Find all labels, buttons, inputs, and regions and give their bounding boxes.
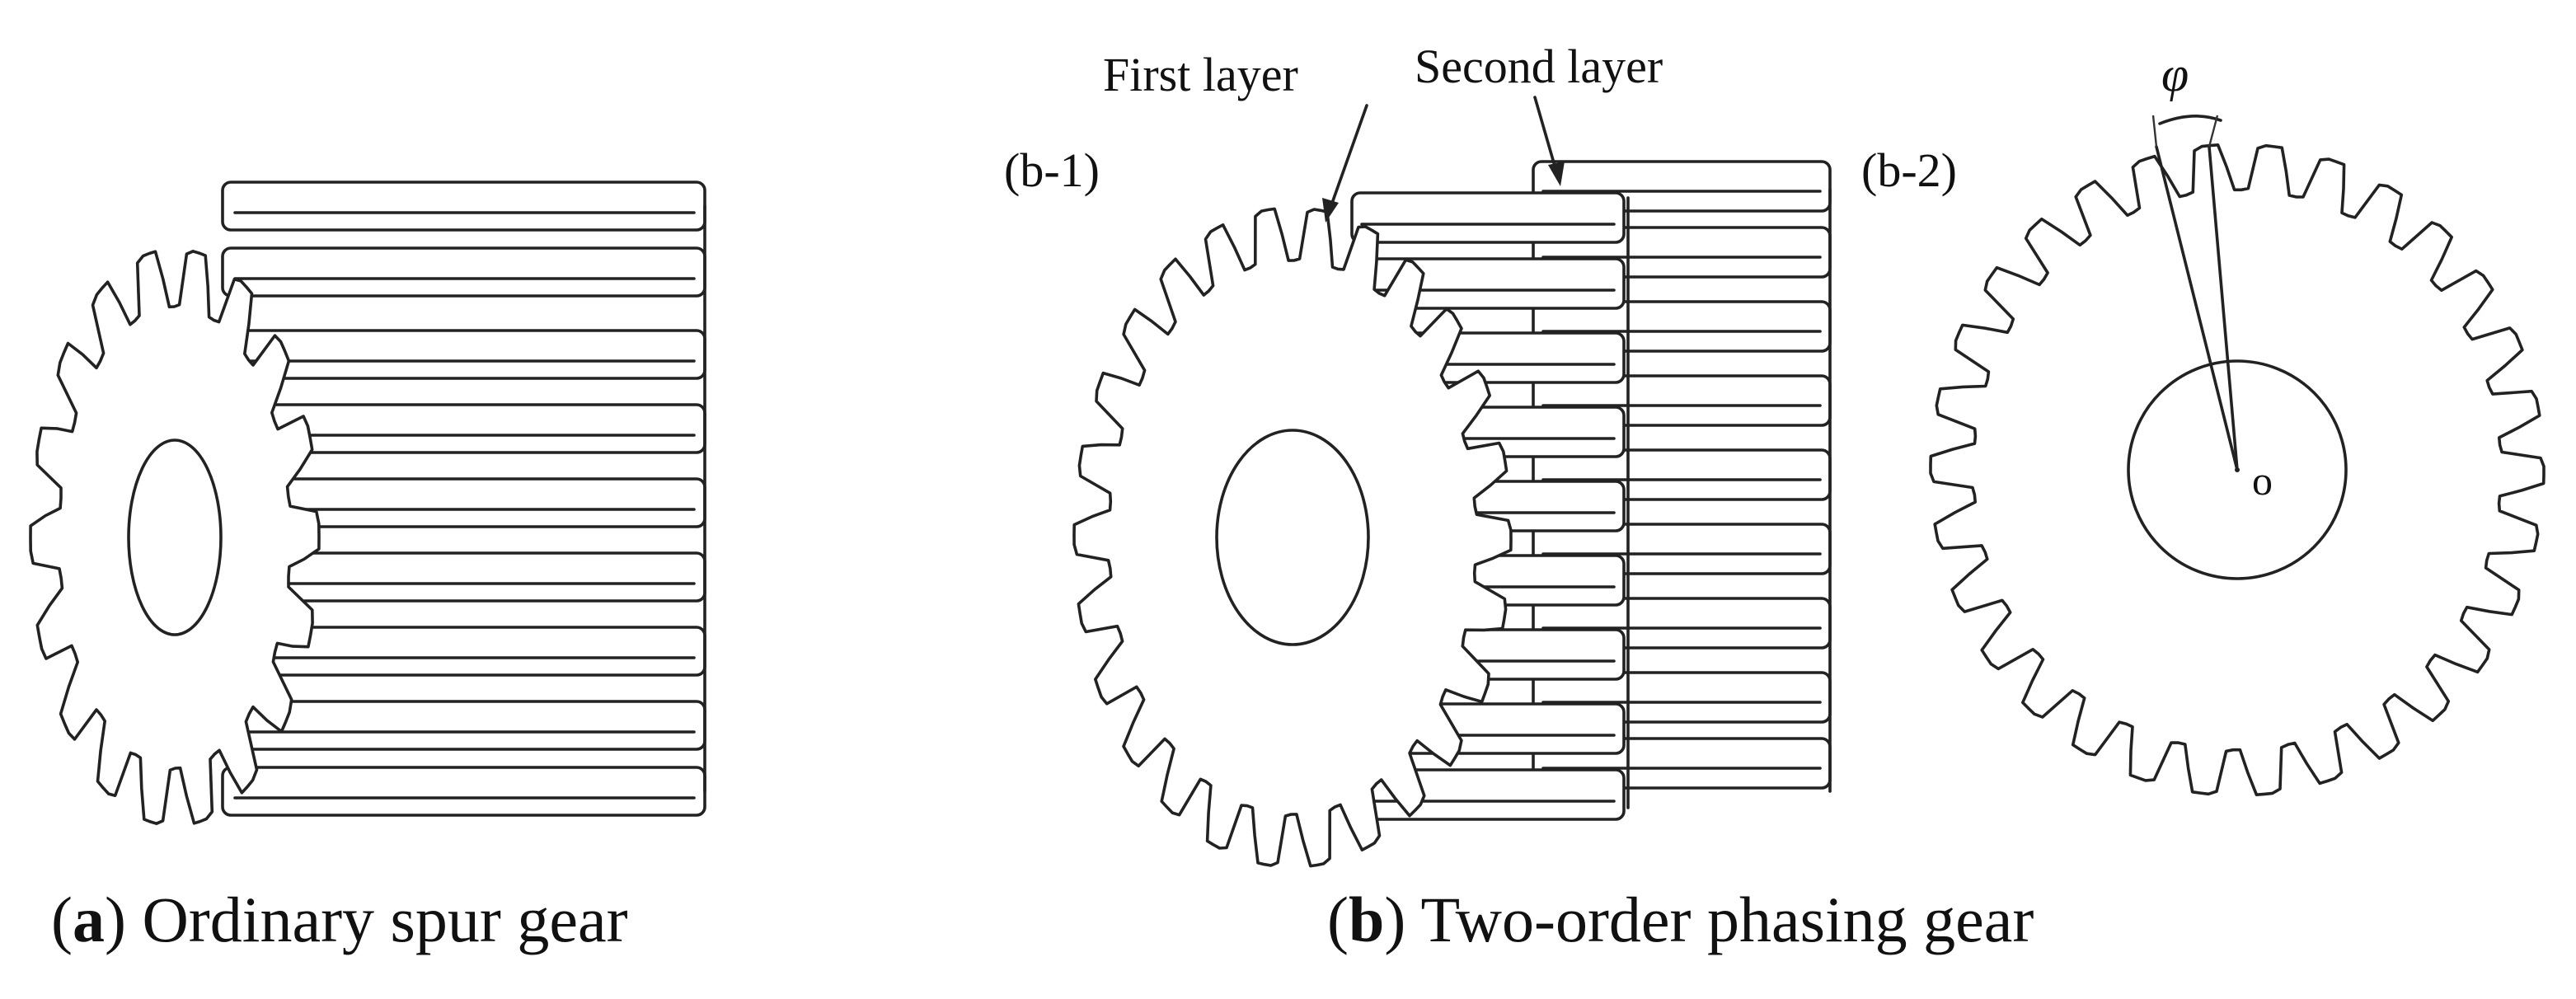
sub-b1-tag: (b-1) [1004,143,1100,197]
panel-b1-phasing-gear-3d: (b-1) First layer Second layer [1004,40,1832,868]
first-layer-leader-arrowhead [1322,198,1339,223]
caption-b-text: Two-order phasing gear [1405,884,2034,955]
second-layer-leader-line [1533,96,1558,173]
first-layer-label: First layer [1103,48,1298,101]
caption-a: (a) Ordinary spur gear [51,884,628,955]
spur-gear-front-face [29,250,321,825]
sub-b2-tag: (b-2) [1861,143,1957,197]
spur-gear-bore [127,439,223,636]
phasing-gear-bore [1215,429,1370,646]
second-layer-teeth [1532,160,1832,793]
phasing-gear-front-face [1072,207,1513,868]
first-layer-tooth [1350,191,1626,244]
caption-a-letter: a [73,884,105,955]
second-layer-label: Second layer [1415,40,1663,93]
phasing-gear-hub-circle [2127,359,2348,580]
spur-gear-tooth-ridge [221,181,706,232]
panel-a-spur-gear [29,181,706,825]
phase-angle-arc [2158,115,2222,125]
phasing-gear-outline [1929,143,2546,796]
phase-ray-left [2155,145,2239,471]
caption-b: (b) Two-order phasing gear [1327,884,2034,955]
phase-angle-symbol: φ [2161,47,2189,101]
phase-extension-left [2151,115,2158,148]
center-label: o [2252,457,2273,504]
phase-ray-right [2208,145,2239,471]
spur-gear-tooth-ridge [221,329,706,380]
spur-gear-tooth-ridge [221,246,706,298]
first-layer-leader-line [1329,104,1368,209]
panel-b2-phasing-gear-front: (b-2) φ o [1861,47,2546,796]
caption-b-letter: b [1349,884,1384,955]
caption-a-text: Ordinary spur gear [126,884,628,955]
spur-gear-tooth-ridge [221,700,706,751]
phase-extension-right [2208,115,2219,148]
spur-gear-tooth-ridge [221,766,706,817]
spur-gear-cylinder [221,181,706,817]
second-layer-leader-arrowhead [1548,162,1565,186]
